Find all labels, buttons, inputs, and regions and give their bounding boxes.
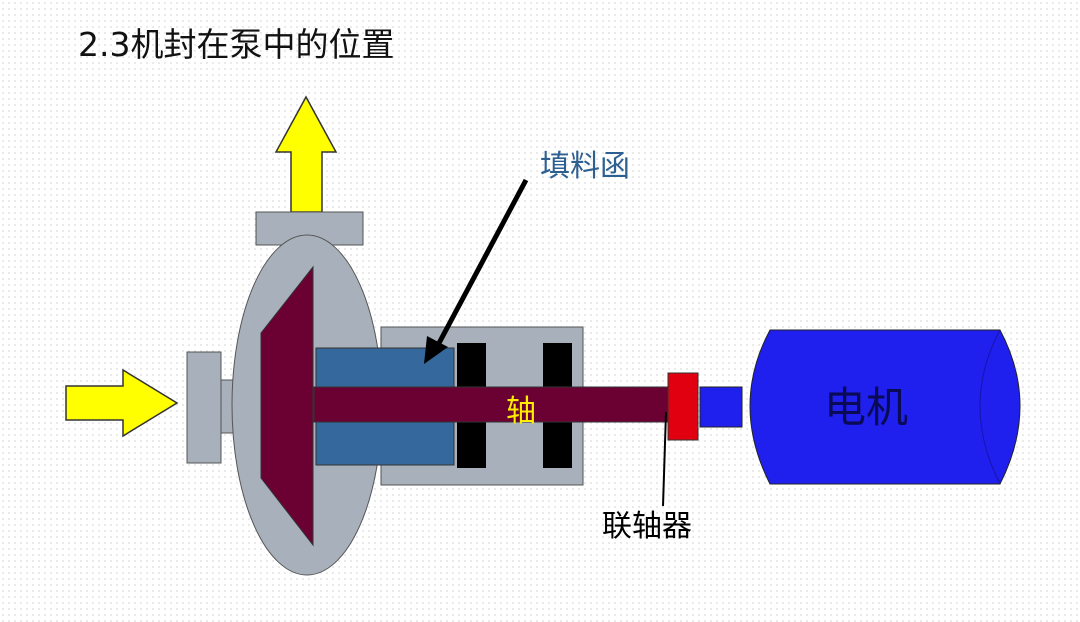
outlet-arrow-icon <box>274 95 338 213</box>
coupling <box>667 372 699 441</box>
impeller <box>260 265 314 547</box>
shaft <box>313 386 672 423</box>
inlet-arrow-icon <box>65 368 179 438</box>
motor-label: 电机 <box>824 383 908 432</box>
shaft-label: 轴 <box>506 394 536 429</box>
stuffing-box-pointer-line <box>435 178 529 347</box>
stuffing-box-pointer-arrow-icon <box>424 336 448 364</box>
page-title: 2.3机封在泵中的位置 <box>78 25 395 64</box>
coupling-leader-line <box>662 411 667 507</box>
motor-end-cap-line <box>979 329 1001 485</box>
motor-shaft-stub <box>699 386 743 428</box>
coupling-label: 联轴器 <box>602 509 692 544</box>
stuffing-box-label: 填料函 <box>540 149 630 184</box>
inlet-flange <box>186 351 222 464</box>
